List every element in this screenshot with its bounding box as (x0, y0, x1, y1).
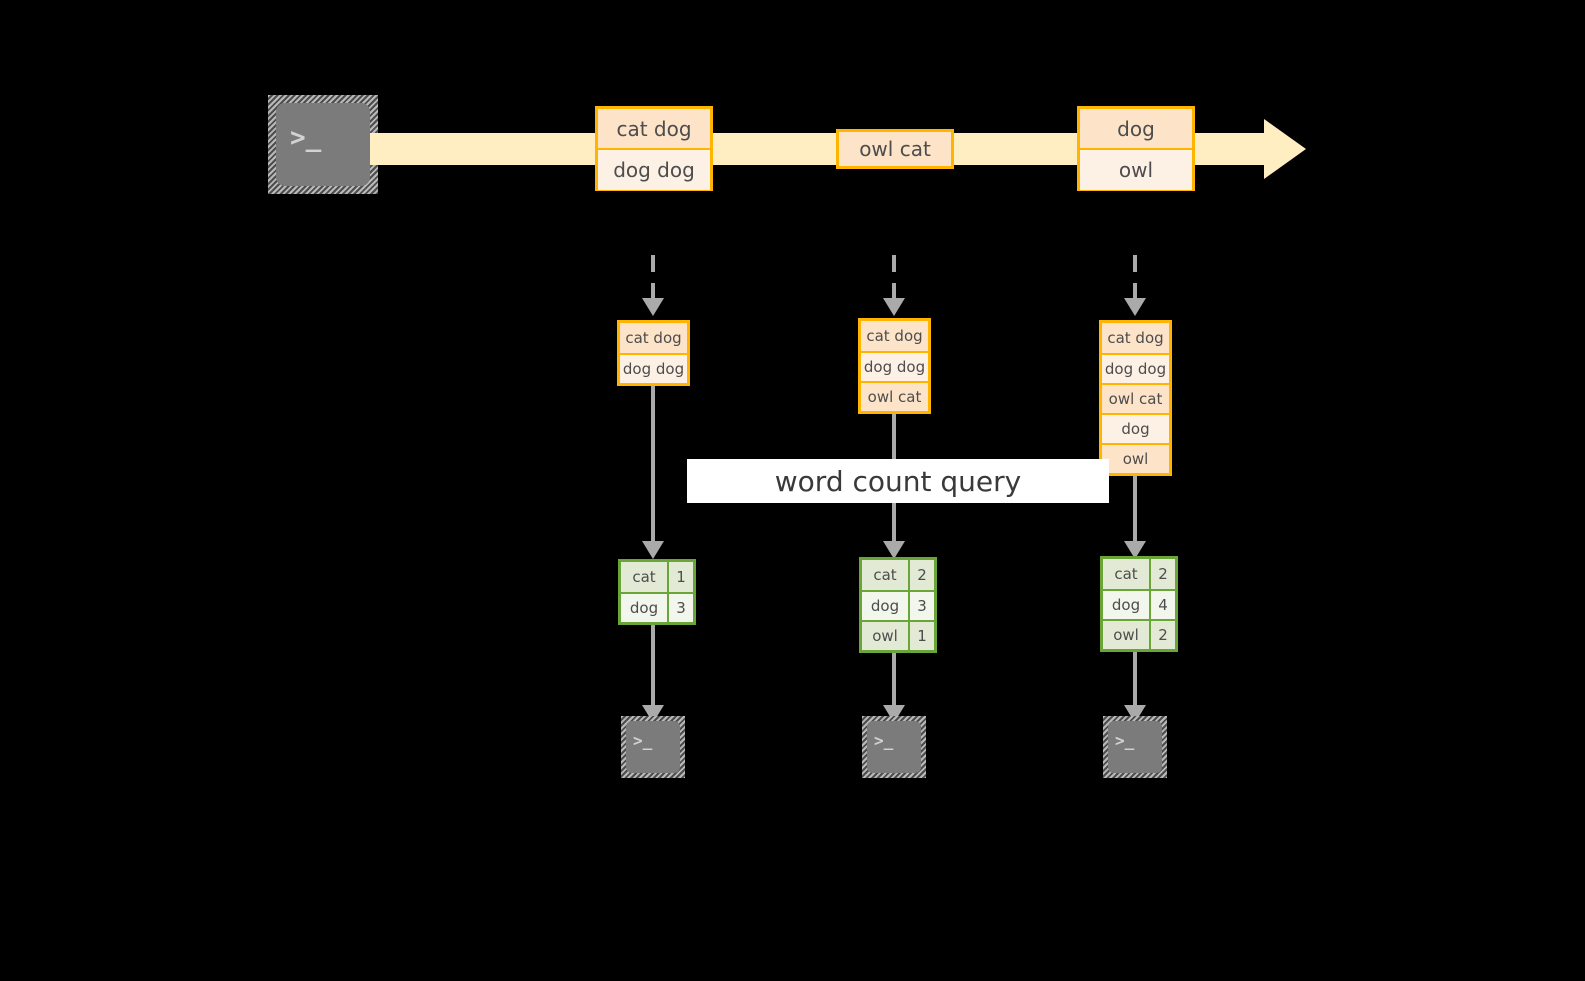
sink-terminal-icon-1: >_ (621, 716, 685, 778)
snapshot-to-result-arrowhead-3 (1124, 541, 1146, 559)
snapshot-to-result-arrowhead-2 (883, 541, 905, 559)
stream-event-2: owl cat (836, 129, 954, 169)
stream-event-1: cat dog dog dog (595, 106, 713, 191)
snapshot-3: cat dog dog dog owl cat dog owl (1099, 320, 1172, 476)
terminal-prompt-text: >_ (1115, 731, 1135, 750)
snapshot-row: dog dog (620, 353, 687, 383)
result-key: cat (621, 562, 667, 592)
result-table-1: cat 1 dog 3 (618, 559, 696, 625)
result-table-2: cat 2 dog 3 owl 1 (859, 557, 937, 653)
snapshot-row: dog dog (1102, 353, 1169, 383)
result-table-3: cat 2 dog 4 owl 2 (1100, 556, 1178, 652)
result-to-sink-line-3 (1133, 648, 1137, 708)
stream-event-line: cat dog (598, 109, 710, 148)
snapshot-to-result-line-3 (1133, 472, 1137, 545)
result-row: cat 2 (1103, 559, 1175, 589)
result-key: dog (1103, 591, 1149, 619)
result-value: 2 (1149, 621, 1175, 649)
result-value: 3 (908, 592, 934, 620)
stream-event-line: owl cat (839, 132, 951, 166)
snapshot-1: cat dog dog dog (617, 320, 690, 386)
result-key: cat (862, 560, 908, 590)
result-value: 4 (1149, 591, 1175, 619)
stream-to-snapshot-line-3 (1133, 255, 1137, 300)
result-to-sink-line-2 (892, 648, 896, 708)
result-value: 1 (667, 562, 693, 592)
snapshot-row: cat dog (861, 321, 928, 351)
result-row: dog 3 (862, 590, 934, 620)
result-row: cat 1 (621, 562, 693, 592)
result-row: cat 2 (862, 560, 934, 590)
stream-arrow-head (1264, 119, 1306, 179)
stream-to-snapshot-line-1 (651, 255, 655, 300)
result-key: owl (1103, 621, 1149, 649)
result-row: dog 4 (1103, 589, 1175, 619)
result-value: 2 (908, 560, 934, 590)
terminal-prompt-text: >_ (290, 123, 322, 153)
query-label-text: word count query (774, 464, 1022, 498)
snapshot-row: cat dog (620, 323, 687, 353)
terminal-screen: >_ (1108, 721, 1162, 773)
stream-to-snapshot-line-2 (892, 255, 896, 300)
terminal-screen: >_ (276, 103, 370, 186)
query-label-band: word count query (687, 459, 1109, 503)
snapshot-to-result-arrowhead-1 (642, 541, 664, 559)
result-value: 1 (908, 622, 934, 650)
sink-terminal-icon-3: >_ (1103, 716, 1167, 778)
terminal-screen: >_ (867, 721, 921, 773)
snapshot-2: cat dog dog dog owl cat (858, 318, 931, 414)
snapshot-row: owl cat (1102, 383, 1169, 413)
result-row: owl 1 (862, 620, 934, 650)
snapshot-to-result-line-1 (651, 380, 655, 545)
result-key: cat (1103, 559, 1149, 589)
snapshot-row: cat dog (1102, 323, 1169, 353)
result-to-sink-line-1 (651, 618, 655, 708)
terminal-prompt-text: >_ (633, 731, 653, 750)
terminal-screen: >_ (626, 721, 680, 773)
result-value: 3 (667, 594, 693, 622)
result-key: owl (862, 622, 908, 650)
terminal-prompt-text: >_ (874, 731, 894, 750)
source-terminal-icon: >_ (268, 95, 378, 194)
result-row: owl 2 (1103, 619, 1175, 649)
result-value: 2 (1149, 559, 1175, 589)
snapshot-row: owl cat (861, 381, 928, 411)
stream-event-line: dog (1080, 109, 1192, 148)
snapshot-row: owl (1102, 443, 1169, 473)
stream-to-snapshot-arrowhead-3 (1124, 298, 1146, 316)
result-key: dog (621, 594, 667, 622)
result-key: dog (862, 592, 908, 620)
sink-terminal-icon-2: >_ (862, 716, 926, 778)
stream-event-line: owl (1080, 148, 1192, 190)
stream-event-3: dog owl (1077, 106, 1195, 191)
stream-to-snapshot-arrowhead-1 (642, 298, 664, 316)
snapshot-row: dog (1102, 413, 1169, 443)
snapshot-row: dog dog (861, 351, 928, 381)
stream-event-line: dog dog (598, 148, 710, 190)
stream-to-snapshot-arrowhead-2 (883, 298, 905, 316)
result-row: dog 3 (621, 592, 693, 622)
